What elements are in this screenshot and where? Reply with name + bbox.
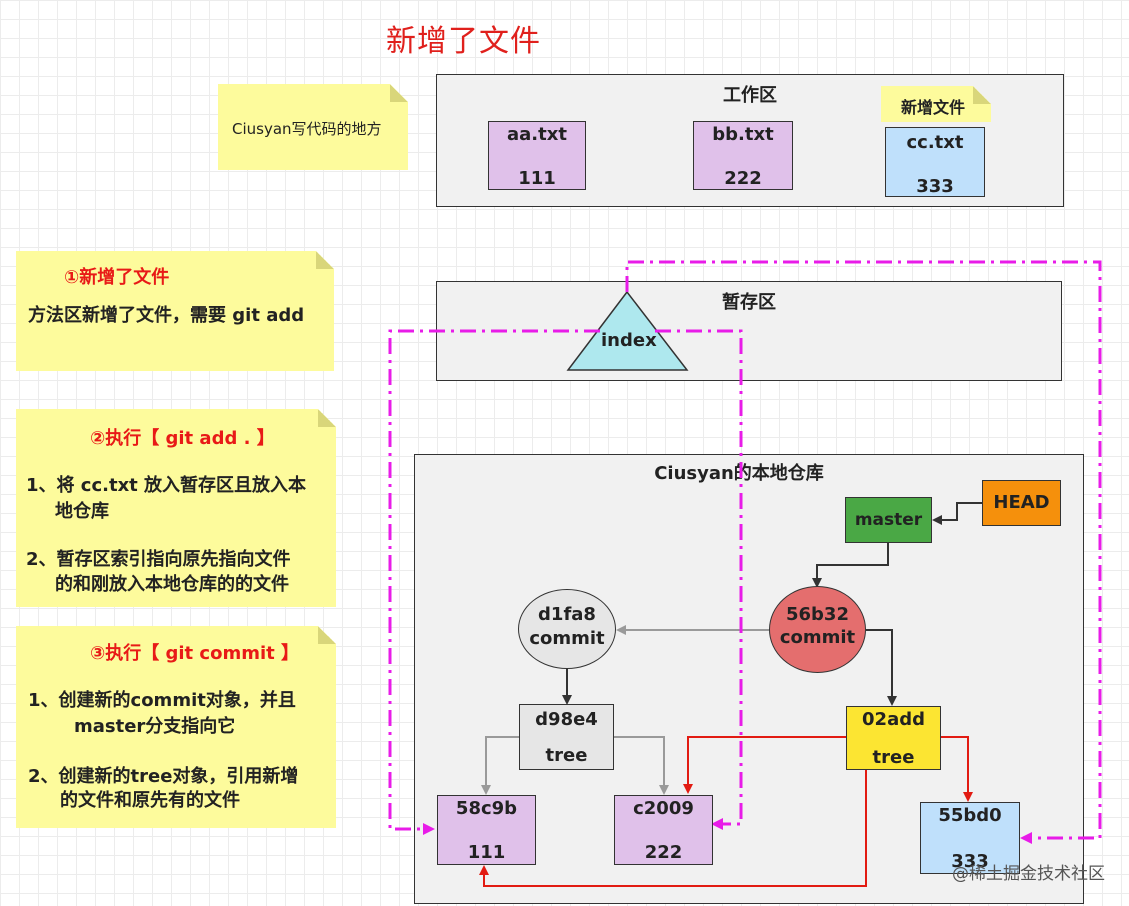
note-2-line-3: 2、暂存区索引指向原先指向文件 <box>26 549 291 570</box>
blob-2-id: c2009 <box>633 798 694 819</box>
tree-old-type: tree <box>545 745 588 766</box>
tree-old: d98e4 tree <box>519 704 614 770</box>
workspace-title: 工作区 <box>723 85 777 106</box>
blob-1-content: 111 <box>467 842 506 863</box>
blob-3-id: 55bd0 <box>938 805 1002 826</box>
master-branch: master <box>845 497 932 543</box>
commit-old: d1fa8 commit <box>518 589 616 669</box>
note-3-line-1: 1、创建新的commit对象，并且 <box>28 690 296 711</box>
file-cc: cc.txt 333 <box>885 127 985 197</box>
note-3: ③执行【 git commit 】 1、创建新的commit对象，并且 mast… <box>16 626 336 828</box>
file-aa-content: 111 <box>518 168 556 189</box>
file-aa: aa.txt 111 <box>488 121 586 190</box>
page-title: 新增了文件 <box>386 24 541 59</box>
index-label: index <box>601 330 657 351</box>
blob-1: 58c9b 111 <box>437 795 536 865</box>
tree-new-id: 02add <box>862 709 925 730</box>
blob-3-content: 333 <box>951 851 989 872</box>
file-aa-name: aa.txt <box>507 124 567 145</box>
side-note-text: Ciusyan写代码的地方 <box>232 120 382 138</box>
note-1-line-1: 方法区新增了文件，需要 git add <box>28 305 305 326</box>
note-2-line-1: 1、将 cc.txt 放入暂存区且放入本 <box>26 475 307 496</box>
note-2-line-4: 的和刚放入本地仓库的的文件 <box>55 574 289 595</box>
file-bb: bb.txt 222 <box>693 121 793 190</box>
file-bb-name: bb.txt <box>712 124 774 145</box>
commit-old-id: d1fa8 <box>538 604 596 625</box>
note-3-line-3: 2、创建新的tree对象，引用新增 <box>28 766 299 787</box>
blob-3: 55bd0 333 <box>920 802 1020 874</box>
file-bb-content: 222 <box>724 168 762 189</box>
new-file-tag-text: 新增文件 <box>901 98 966 117</box>
staging-region: 暂存区 <box>436 281 1062 381</box>
file-cc-content: 333 <box>916 176 954 197</box>
file-cc-name: cc.txt <box>906 132 964 153</box>
note-2-heading: ②执行【 git add . 】 <box>90 428 275 449</box>
commit-new: 56b32 commit <box>769 586 866 673</box>
note-1: ①新增了文件 方法区新增了文件，需要 git add <box>16 251 334 371</box>
tree-new-type: tree <box>872 747 915 768</box>
note-3-line-4: 的文件和原先有的文件 <box>60 790 240 811</box>
tree-new: 02add tree <box>846 706 941 770</box>
note-1-heading: ①新增了文件 <box>64 267 170 288</box>
head-label: HEAD <box>993 492 1050 513</box>
commit-old-type: commit <box>529 628 605 649</box>
note-2: ②执行【 git add . 】 1、将 cc.txt 放入暂存区且放入本 地仓… <box>16 409 336 607</box>
blob-1-id: 58c9b <box>455 798 518 819</box>
watermark: @稀土掘金技术社区 <box>952 864 1105 884</box>
commit-new-type: commit <box>779 627 856 648</box>
side-note: Ciusyan写代码的地方 <box>218 84 408 170</box>
head-ref: HEAD <box>982 480 1061 526</box>
note-3-heading: ③执行【 git commit 】 <box>90 643 300 664</box>
repo-title: Ciusyan的本地仓库 <box>654 463 824 484</box>
commit-new-id: 56b32 <box>786 604 849 625</box>
staging-title: 暂存区 <box>722 292 776 313</box>
blob-2: c2009 222 <box>614 795 713 865</box>
tree-old-id: d98e4 <box>535 709 598 730</box>
master-label: master <box>854 510 923 530</box>
new-file-tag: 新增文件 <box>881 86 991 122</box>
note-2-line-2: 地仓库 <box>55 501 109 522</box>
note-3-line-2: master分支指向它 <box>74 716 236 737</box>
blob-2-content: 222 <box>644 842 683 863</box>
